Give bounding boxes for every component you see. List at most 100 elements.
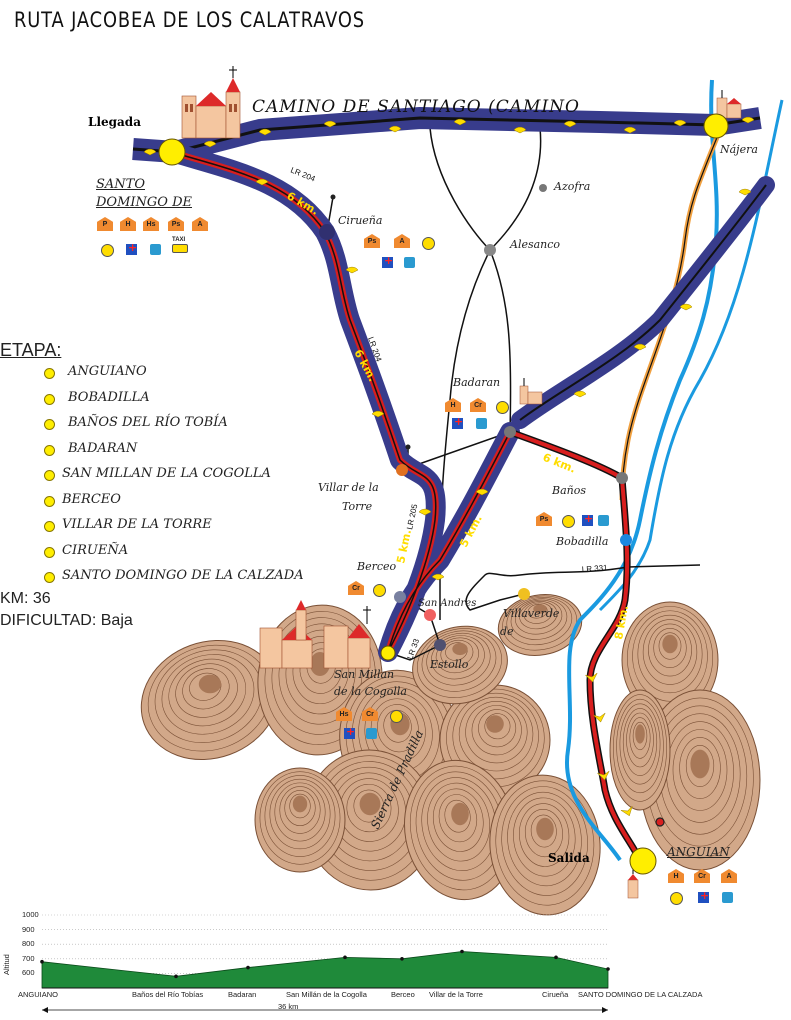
node-alesanco[interactable]: [484, 244, 496, 256]
church-san-millan-icon: [259, 600, 371, 669]
legend-stage-3: BAÑOS DEL RÍO TOBÍA: [68, 415, 228, 430]
mountain-contour: [264, 775, 336, 857]
node-najera[interactable]: [703, 113, 729, 139]
mountain-contour: [658, 632, 682, 660]
mountain-peak: [359, 792, 381, 816]
node-berceo[interactable]: [394, 591, 406, 603]
route-banos-anguiano-red: [587, 477, 642, 861]
scallop-shell-icon: [203, 140, 217, 148]
service-P-icon: P: [97, 217, 113, 231]
profile-stop-label: Baños del Río Tobías: [132, 990, 204, 999]
mountain-contour: [519, 601, 558, 630]
service-A-icon: A: [721, 869, 737, 883]
mountain-peak: [536, 817, 554, 841]
profile-stop-point: [460, 949, 464, 954]
place-najera: Nájera: [720, 143, 758, 156]
mountain-contour: [619, 703, 661, 785]
mountain-contour: [377, 704, 419, 753]
profile-stop-point: [343, 955, 347, 960]
profile-stop-label: Badaran: [228, 990, 257, 999]
scallop-shell-icon: [738, 188, 752, 196]
mountain-contour: [426, 632, 491, 686]
service-Ps-icon: Ps: [536, 512, 552, 526]
profile-tick: 1000: [22, 910, 39, 919]
mountain-contour: [478, 709, 517, 748]
stage-nodes: [158, 113, 729, 875]
node-san-millan[interactable]: [380, 645, 396, 661]
mountain-contour: [629, 717, 651, 759]
scallop-shell-icon: [633, 343, 647, 351]
node-estollo[interactable]: [434, 639, 446, 651]
mountain-contour: [530, 814, 557, 848]
scallop-shell-icon: [371, 410, 385, 418]
node-anguiano[interactable]: [629, 847, 657, 875]
mountain-contour: [513, 797, 576, 877]
profile-stop-label: Cirueña: [542, 990, 569, 999]
profile-stop-label: SANTO DOMINGO DE LA CALZADA: [578, 990, 703, 999]
place-villar-2: Torre: [342, 500, 373, 513]
profile-stop-label: San Millán de la Cogolla: [286, 990, 367, 999]
mountain-peak: [533, 604, 547, 614]
scallop-shell-icon: [345, 266, 359, 274]
church-najera-icon: [716, 90, 742, 119]
node-cirunena[interactable]: [319, 224, 335, 240]
church-santo-domingo-icon: [181, 66, 241, 139]
node-badaran[interactable]: [504, 426, 516, 438]
difficulty-stat: DIFICULTAD: Baja: [0, 612, 133, 629]
mountain-peak: [635, 724, 645, 744]
node-azofra[interactable]: [539, 184, 547, 192]
arrow-right-icon: [602, 1007, 608, 1013]
mountain-contour: [346, 783, 392, 833]
medical-icon: +: [582, 512, 594, 526]
mountain-peak: [486, 715, 504, 733]
mountain-contour: [269, 778, 331, 850]
scallop-shell-icon: [323, 120, 337, 128]
mountain-contour: [432, 788, 484, 852]
mountain-contour: [685, 744, 715, 787]
page-title: RUTA JACOBEA DE LOS CALATRAVOS: [14, 8, 365, 32]
mountain-contour: [527, 603, 548, 619]
mountain-contour: [501, 786, 588, 896]
node-santo-domingo[interactable]: [158, 138, 186, 166]
node-san-andres[interactable]: [424, 609, 436, 621]
place-san-millan-1: San Millan: [334, 668, 395, 681]
legend-stage-dot: [44, 444, 55, 456]
road-lr205: LR 205: [405, 503, 419, 531]
mountain-contour: [421, 630, 497, 692]
mountain-peak: [292, 795, 308, 813]
legend-stage-5: SAN MILLAN DE LA COGOLLA: [62, 466, 271, 481]
mountain-contour: [679, 737, 721, 799]
node-small-villar: [405, 444, 411, 450]
mountains: [140, 594, 761, 916]
node-small-anguiano: [655, 817, 665, 827]
legend-heading: ETAPA:: [0, 340, 62, 360]
scallop-shell-icon: [453, 118, 467, 126]
profile-area: [41, 951, 609, 989]
restaurant-icon: [670, 892, 683, 905]
scallop-shell-icon: [573, 390, 587, 398]
scallop-shells: [143, 116, 755, 581]
bus-icon: [366, 728, 377, 739]
mountain-contour: [519, 803, 570, 867]
place-san-millan-2: de la Cogolla: [334, 685, 407, 698]
place-bobadilla: Bobadilla: [556, 535, 609, 548]
legend-stage-dot: [44, 495, 55, 507]
medical-icon: +: [126, 241, 138, 255]
node-small-cirunena: [330, 194, 336, 200]
node-bobadilla[interactable]: [620, 534, 632, 546]
profile-tick: 900: [22, 924, 35, 934]
scallop-shell-icon: [513, 126, 527, 134]
node-villaverde[interactable]: [518, 588, 530, 600]
legend-stage-4: BADARAN: [68, 440, 138, 456]
place-badaran: Badaran: [453, 376, 501, 389]
restaurant-icon: [496, 401, 509, 414]
secondary-route-center: [519, 184, 767, 421]
distance-3: 5 km.: [394, 528, 414, 564]
node-villar[interactable]: [396, 464, 408, 476]
service-Hs-icon: Hs: [336, 707, 352, 721]
mountain-contour: [484, 713, 511, 740]
mountain-contour: [632, 610, 708, 702]
node-banos[interactable]: [616, 472, 628, 484]
mountain-peak: [451, 802, 469, 826]
